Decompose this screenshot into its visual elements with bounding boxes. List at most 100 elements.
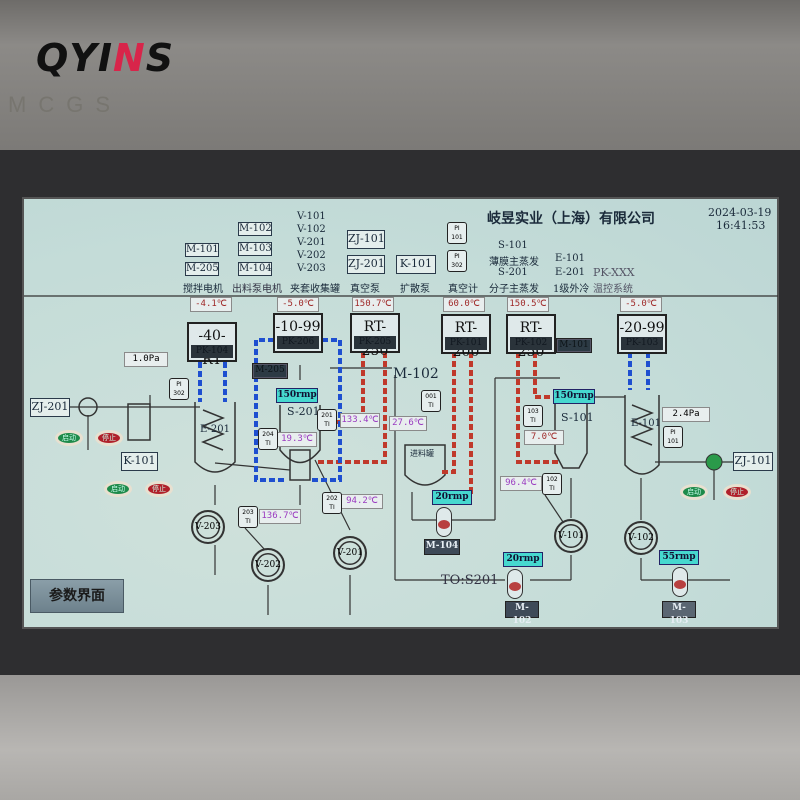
motor-m104-button[interactable]: M-104 [424,539,460,555]
bezel-bottom [0,675,800,800]
cold-lines [198,338,650,482]
vessel-v201: V-201 [333,536,367,570]
e201-exchanger [194,402,236,473]
legend-pk: PK-XXX [593,266,635,279]
legend-v102: V-102 [297,224,326,235]
k101-start-button[interactable]: 启动 [104,481,132,497]
legend-e101: E-101 [555,253,585,264]
legend-k101: K-101 [396,255,436,274]
pump-m104-rpm: 20rmp [432,490,472,505]
temp-ti203: 136.7℃ [259,509,301,524]
k101-stop-button[interactable]: 停止 [145,481,173,497]
legend-pump-label: 出料泵电机 [232,284,282,295]
pump-m104-icon [436,507,452,537]
temp-ti102: 96.4℃ [500,476,542,491]
pressure-pi302: 1.0Pa [124,352,168,367]
motor-m103-button[interactable]: M-103 [662,601,696,626]
legend-gauge-label: 真空计 [448,284,478,295]
temp-pk103: -5.0℃ [620,297,662,312]
k101-tank [127,403,151,441]
legend-v201: V-201 [297,237,326,248]
temp-pk102: 150.5℃ [507,297,549,312]
zj101-pump [705,453,723,471]
legend-zj101: ZJ-101 [347,230,385,249]
m102-label: M-102 [393,366,439,382]
temp-ti001: 27.6℃ [389,416,427,431]
vessel-v102: V-102 [624,521,658,555]
legend-e-label: 1级外冷 [553,284,590,295]
vessel-v203: V-203 [191,510,225,544]
legend-pk-label: 温控系统 [593,284,633,295]
vessel-v101: V-101 [554,519,588,553]
temp-ti201: 133.4℃ [340,413,380,428]
parameter-screen-button[interactable]: 参数界面 [30,579,124,613]
k101-label: K-101 [121,452,158,471]
legend-m103: M-103 [238,242,272,256]
motor-m205-button[interactable]: M-205 [252,363,288,379]
temp-pk104: -4.1℃ [190,297,232,312]
vessel-v202: V-202 [251,548,285,582]
zj201-start-button[interactable]: 启动 [55,430,83,446]
logo-text: QYI [36,36,113,80]
s201-body [279,405,321,464]
legend-v203: V-203 [297,263,326,274]
legend-s101: S-101 [498,240,528,251]
logo-text-red: N [112,36,146,80]
pressure-pi101: 2.4Pa [662,407,710,422]
s201-label: S-201 [287,405,320,418]
temp-pk101: 60.0℃ [443,297,485,312]
legend-jacket-label: 夹套收集罐 [290,284,340,295]
zj201-stop-button[interactable]: 停止 [95,430,123,446]
pump-m102-rpm: 20rmp [503,552,543,567]
s101-label: S-101 [561,411,594,424]
legend-diff-label: 扩散泵 [400,284,430,295]
temp-ti202: 94.2℃ [341,494,383,509]
e101-exchanger [624,395,660,475]
legend-zj201: ZJ-201 [347,255,385,274]
legend-v101: V-101 [297,211,326,222]
legend-m102: M-102 [238,222,272,236]
legend-e201: E-201 [555,267,585,278]
qyins-logo: QYINS [36,36,174,80]
zj201-pump [78,397,98,417]
legend-s101-label: 薄膜主蒸发 [489,257,539,268]
temp-ti103: 7.0℃ [524,430,564,445]
pump-m103-rpm: 55rmp [659,550,699,565]
s201-rpm: 150rmp [276,388,318,403]
legend-m205: M-205 [185,262,219,276]
pump-m102-icon [507,569,523,599]
legend-v202: V-202 [297,250,326,261]
s101-rpm: 150rmp [553,389,595,404]
legend-stir-label: 搅拌电机 [183,284,223,295]
date: 2024-03-19 [708,206,772,219]
e201-label: E-201 [200,424,230,435]
legend-m101: M-101 [185,243,219,257]
feed-tank-body [404,444,446,486]
zj201-label: ZJ-201 [30,398,70,417]
zj101-start-button[interactable]: 启动 [680,484,708,500]
motor-m101-button[interactable]: M-101 [556,338,592,353]
legend-m104: M-104 [238,262,272,276]
bezel-top [0,0,800,150]
temp-pk205: 150.7℃ [352,297,394,312]
legend-vac-label: 真空泵 [350,284,380,295]
motor-m102-button[interactable]: M-102 [505,601,539,626]
zj101-stop-button[interactable]: 停止 [723,484,751,500]
logo-text: S [145,36,175,80]
e101-label: E-101 [631,418,661,429]
feed-tank-label: 进料罐 [410,449,434,458]
